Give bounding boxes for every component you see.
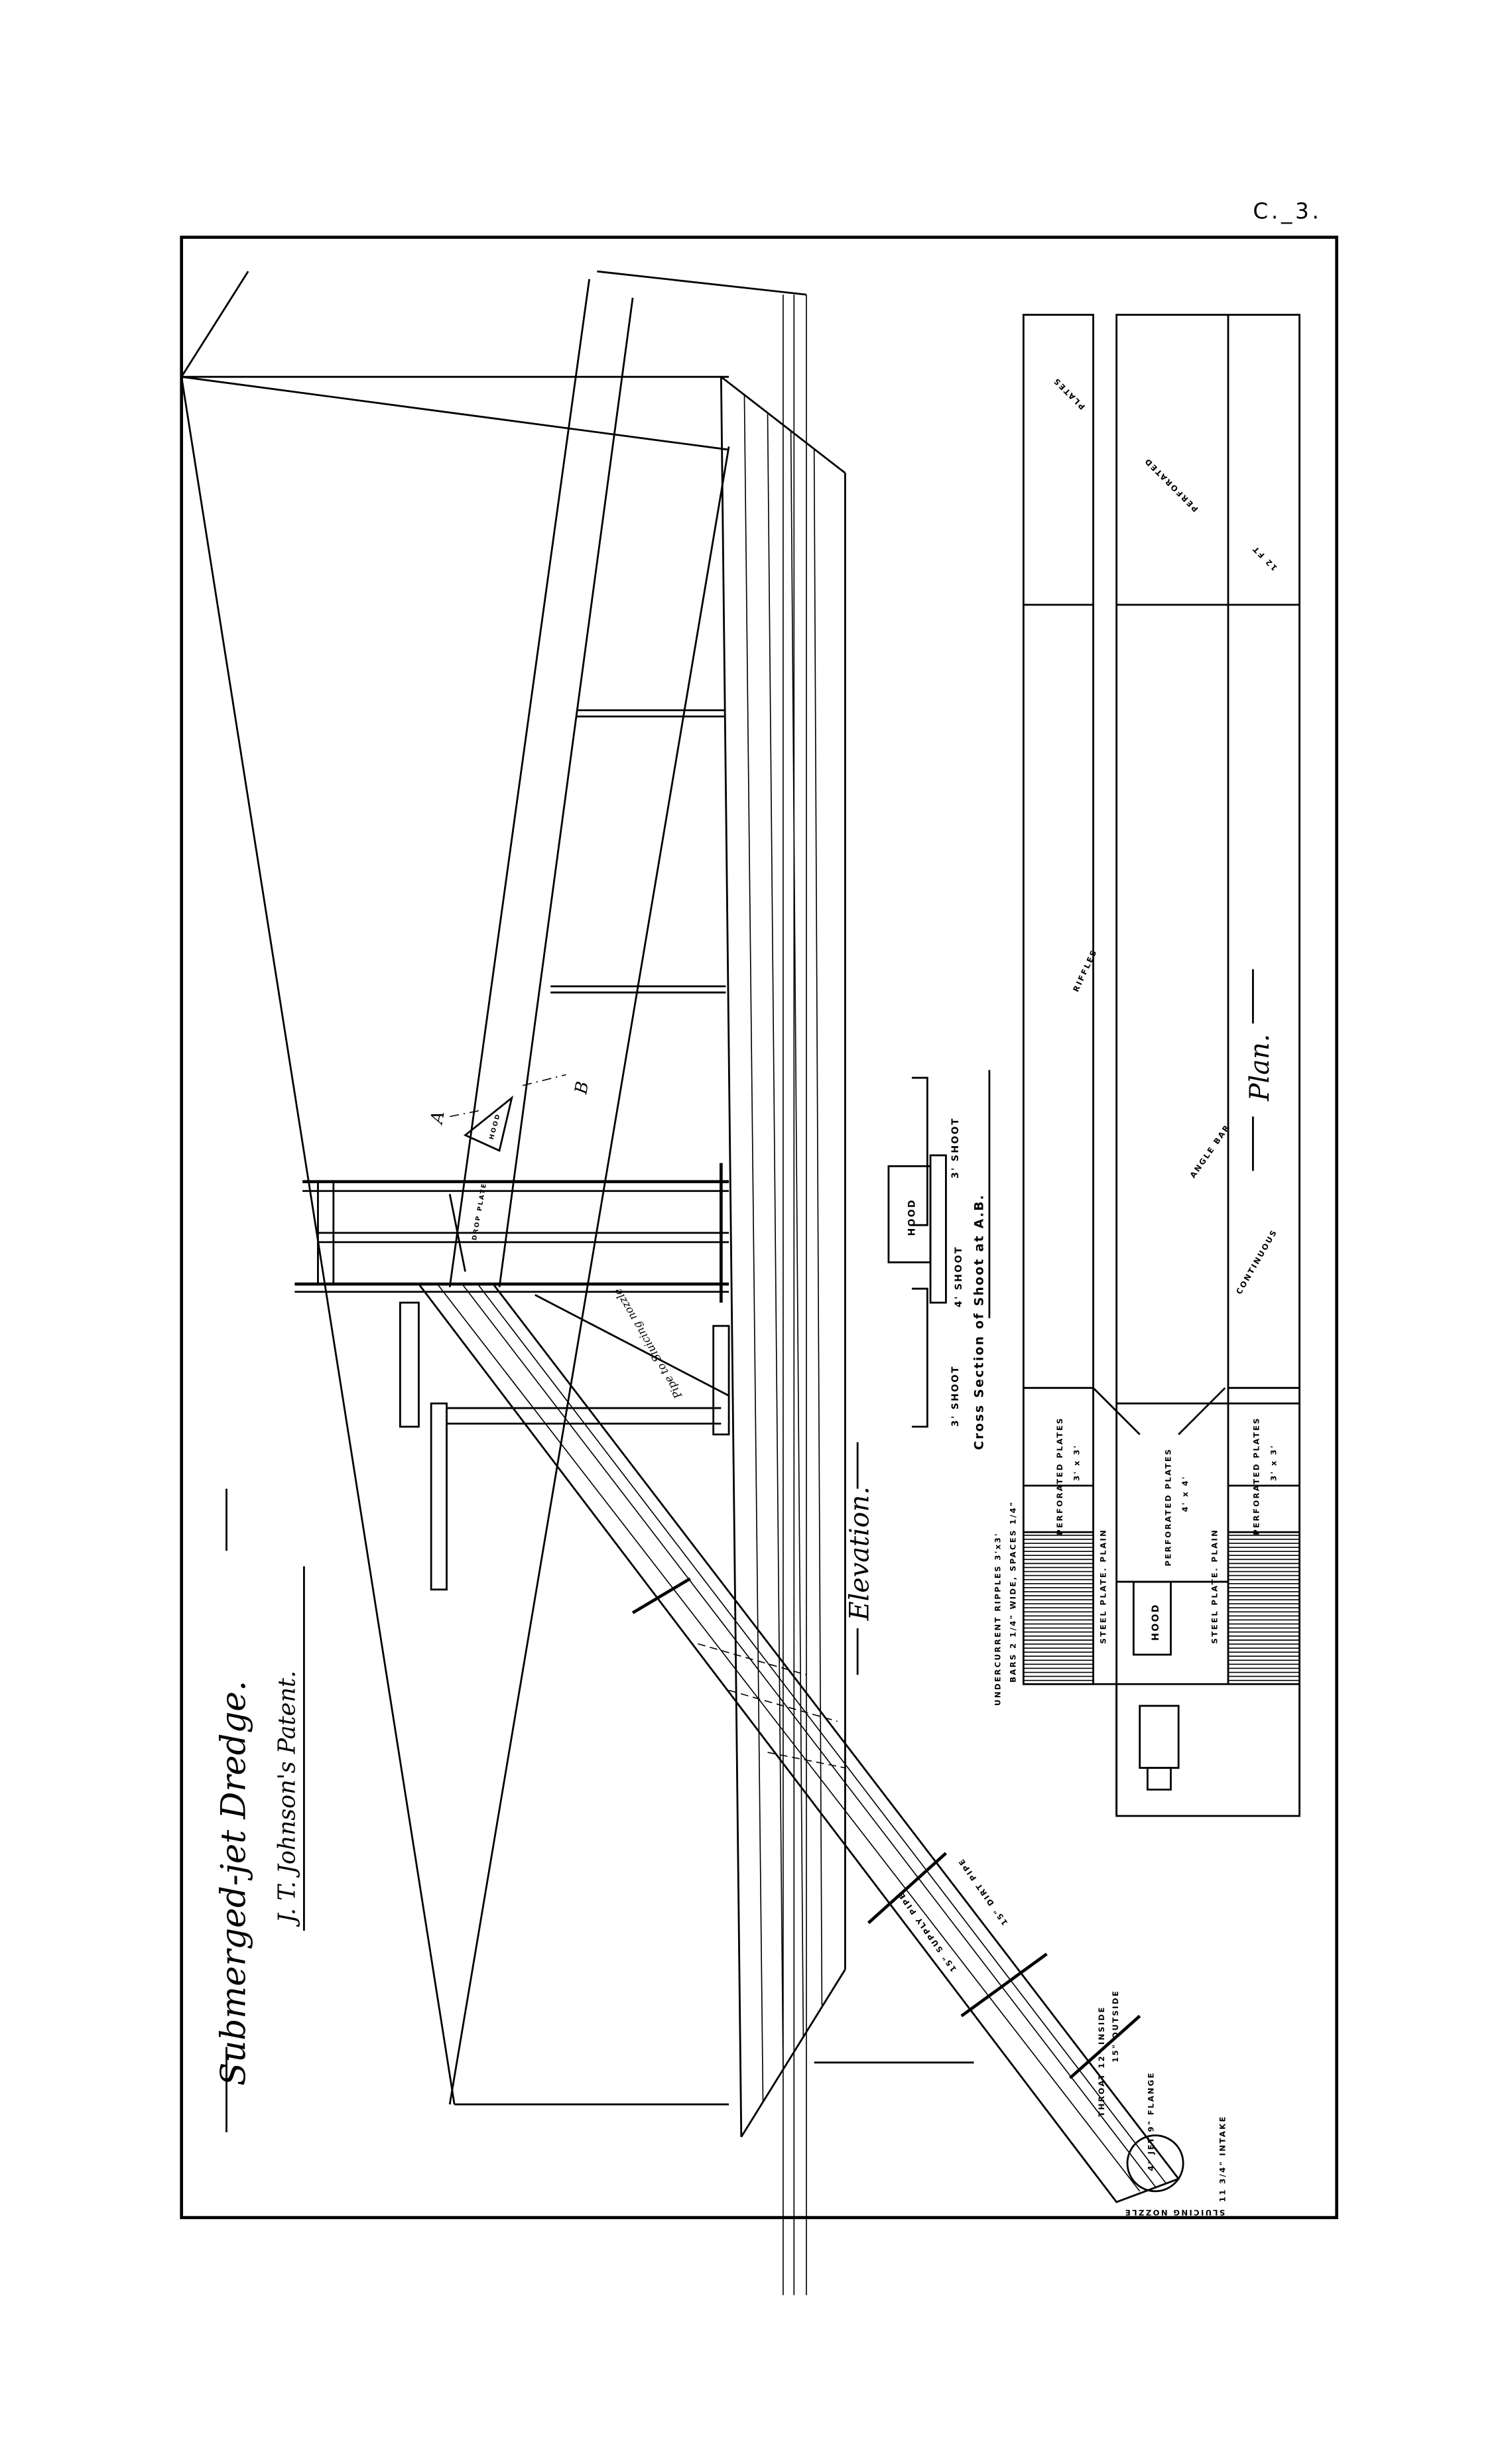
perf-left-size: 3' x 3' — [1072, 1445, 1082, 1481]
dirt-pipe-label: 15" DIRT PIPE — [956, 1856, 1010, 1927]
perf-left-label: PERFORATED PLATES — [1055, 1417, 1064, 1535]
perf-right-label: PERFORATED PLATES — [1252, 1417, 1261, 1535]
drawing-title: Submerged-jet Dredge. — [214, 1681, 254, 2086]
perforated-top-label: PERFORATED — [1142, 456, 1200, 513]
plan-title: Plan. — [1245, 1034, 1275, 1102]
perf-center-label: PERFORATED PLATES — [1163, 1448, 1172, 1567]
elevation-title: Elevation. — [845, 1486, 875, 1621]
steel-left-label: STEEL PLATE. PLAIN — [1098, 1529, 1107, 1644]
cross-section-center-shoot: 4' SHOOT — [954, 1246, 964, 1307]
plates-top-label: PLATES — [1051, 375, 1087, 411]
plan-view: HOOD UNDERCURRENT RIPPLES 3'x3' BARS 2 1… — [993, 314, 1300, 1817]
steel-right-label: STEEL PLATE. PLAIN — [1210, 1529, 1220, 1644]
cross-section-view: HOOD 3' SHOOT 4' SHOOT 3' SHOOT Cross Se… — [887, 1070, 991, 1450]
drawing-border — [180, 235, 1338, 2219]
angle-bar-label: ANGLE BAR — [1188, 1122, 1232, 1180]
plan-hood-label: HOOD — [1151, 1603, 1161, 1641]
hood-label: HOOD — [488, 1112, 502, 1140]
sheet-number: C._3. — [1253, 199, 1322, 224]
supply-pipe-label: 15" SUPPLY PIPE — [896, 1890, 958, 1974]
length-label: 12 FT — [1250, 544, 1279, 573]
undercurrent-riffles-right — [1228, 1534, 1300, 1681]
intake-label: 11 3/4" INTAKE — [1218, 2115, 1227, 2202]
jet-label: 4" JET 9" FLANGE — [1147, 2071, 1156, 2171]
cross-section-right-shoot: 3' SHOOT — [950, 1117, 961, 1179]
cross-section-hood-label: HOOD — [907, 1198, 918, 1236]
undercurrent-riffles-left — [1023, 1534, 1094, 1681]
throat-label: THROAT 12" INSIDE — [1097, 2006, 1106, 2116]
bars-label: BARS 2 1/4" WIDE, SPACES 1/4" — [1009, 1501, 1018, 1683]
throat-outside-label: 15" OUTSIDE — [1111, 1990, 1120, 2063]
cross-section-title: Cross Section of Shoot at A.B. — [973, 1194, 987, 1450]
drawing-subtitle: J. T. Johnson's Patent. — [273, 1671, 300, 1927]
perf-right-size: 3' x 3' — [1269, 1445, 1278, 1481]
perf-center-size: 4' x 4' — [1180, 1475, 1190, 1511]
section-b-marker: B — [571, 1080, 593, 1096]
riffles-label: RIFFLES — [1071, 948, 1099, 994]
pipe-to-nozzle-label: Pipe to Sluicing nozzle — [611, 1286, 685, 1401]
barge-hull — [720, 376, 846, 2138]
section-a-marker: A — [427, 1110, 449, 1126]
elevation-view: HOOD DROP PLATE A B Pipe to Sluicing noz… — [180, 270, 1227, 2295]
continuous-label: CONTINUOUS — [1234, 1228, 1279, 1296]
dredge-pipe — [416, 1283, 1184, 2203]
cross-section-left-shoot: 3' SHOOT — [950, 1365, 961, 1427]
sluicing-nozzle-label: SLUICING NOZZLE — [1123, 2208, 1225, 2217]
undercurrent-label: UNDERCURRENT RIPPLES 3'x3' — [993, 1532, 1002, 1706]
